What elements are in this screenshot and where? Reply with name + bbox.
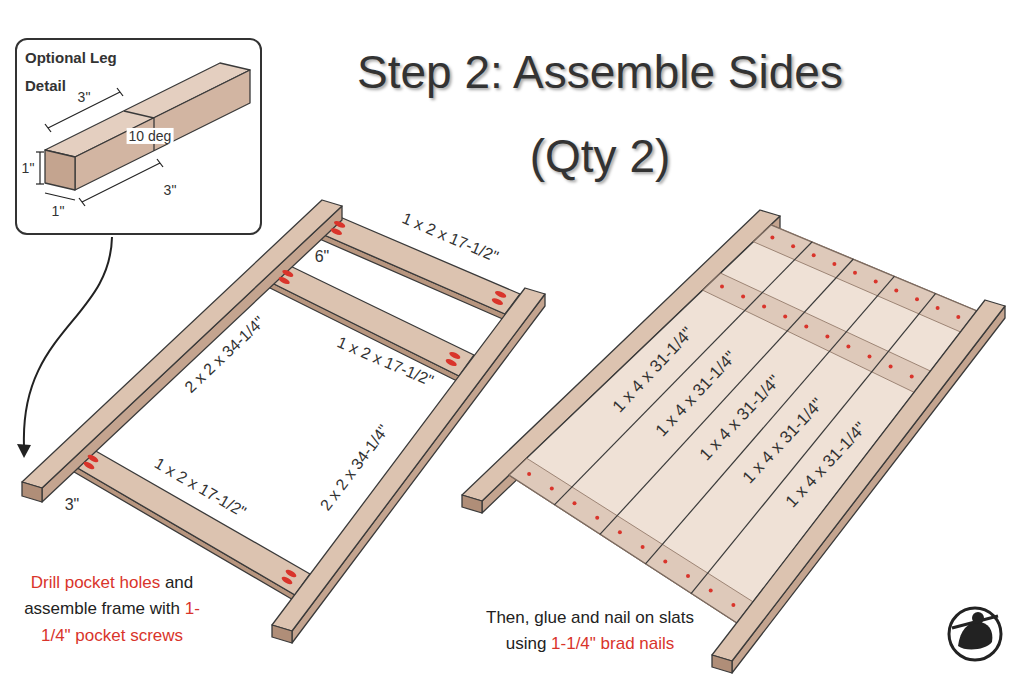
spacing-dimension: 6" [315,248,330,266]
brad-nail [846,345,850,349]
dimension-label: 1" [52,203,65,219]
pocket-hole [281,268,294,278]
brad-nail [936,306,940,310]
brad-nail [527,472,531,476]
brad-nail [853,271,857,275]
dim-line [45,193,75,200]
dim-tick [36,151,44,152]
leg-side [732,306,1005,673]
brad-nail [783,315,787,319]
leg-end [712,655,732,673]
pocket-hole [281,575,294,586]
rail-bottom [69,446,310,595]
dim-tick [117,88,123,96]
pocket-hole [278,276,291,286]
brad-nail [720,285,724,289]
leg-side [42,206,342,502]
instruction-highlight: 1-1/4" brad nails [551,634,674,653]
logo-ring [949,608,1001,660]
leg-end [462,495,482,513]
brad-nail [663,559,667,563]
side-frame [22,200,545,643]
brad-nail [741,295,745,299]
pocket-hole [491,297,504,306]
dim-line [82,163,160,202]
angle-label: 10 deg [127,128,174,144]
brad-nail [770,236,774,240]
slat-joint [600,259,853,534]
beam-side [75,70,250,190]
part-dimension: 1 x 2 x 17-1/2" [334,333,436,390]
logo-board [952,616,998,628]
brad-nail [791,244,795,248]
brad-nail [804,325,808,329]
logo [949,608,1001,660]
diagram-title: Step 2: Assemble Sides (Qty 2) [330,30,870,198]
brad-nail [894,288,898,292]
pocket-holes [83,220,508,586]
brad-nail [956,315,960,319]
brad-nail [686,574,690,578]
instruction-note: Drill pocket holes and assemble frame wi… [12,570,212,649]
beam-end [45,150,75,190]
part-dimension: 1 x 2 x 17-1/2" [151,454,249,521]
pocket-hole [285,568,298,579]
pocket-hole [87,453,100,464]
leg-top [712,300,1005,661]
dim-tick [79,198,85,206]
instruction-note: Then, glue and nail on slats using 1-1/4… [465,605,715,658]
brad-nail [825,335,829,339]
pocket-hole [83,460,96,471]
hidden-rail [703,273,931,392]
pocket-hole [494,290,507,299]
dimension-label: 3" [78,89,91,105]
pocket-hole [448,350,461,360]
offset-dimension: 3" [65,496,80,514]
leg-end [22,482,42,502]
brad-nail [910,375,914,379]
leg-end [272,625,292,643]
brad-nail [709,589,713,593]
brad-nail [812,253,816,257]
dim-tick [45,124,51,132]
pocket-hole [333,220,346,229]
pocket-hole [330,227,343,236]
dim-tick [157,159,163,167]
brad-nail [731,603,735,607]
slatted-side-leg [712,300,1005,673]
part-dimension: 2 x 2 x 34-1/4" [317,421,393,514]
brad-nail [573,501,577,505]
dim-line [39,152,40,184]
inset-dimension-lines [36,88,163,206]
detail-inset: Optional Leg Detail3"10 deg1"1"3" [15,38,262,235]
brad-nail [868,355,872,359]
brad-nail [641,545,645,549]
instruction-highlight: Drill pocket holes [31,573,160,592]
part-dimension: 1 x 2 x 17-1/2" [399,209,501,266]
inset-ground [15,38,262,235]
leg-top [22,200,342,488]
brad-nail [915,297,919,301]
slat-joint [645,276,894,564]
brad-nail [595,516,599,520]
brad-nail [618,530,622,534]
dim-tick [36,183,44,184]
brad-nail [832,262,836,266]
rail-side [264,279,459,382]
leg-detail-drawing [45,63,250,190]
dimension-label: 1" [22,160,35,176]
leader-arrowhead [17,444,31,458]
hidden-rail [753,225,977,332]
brad-nail [550,487,554,491]
brad-nail [762,305,766,309]
pocket-hole [445,358,458,368]
brad-nail [889,365,893,369]
part-dimension: 2 x 2 x 34-1/4" [181,313,268,397]
brad-nail [874,280,878,284]
dimension-label: 3" [164,182,177,198]
